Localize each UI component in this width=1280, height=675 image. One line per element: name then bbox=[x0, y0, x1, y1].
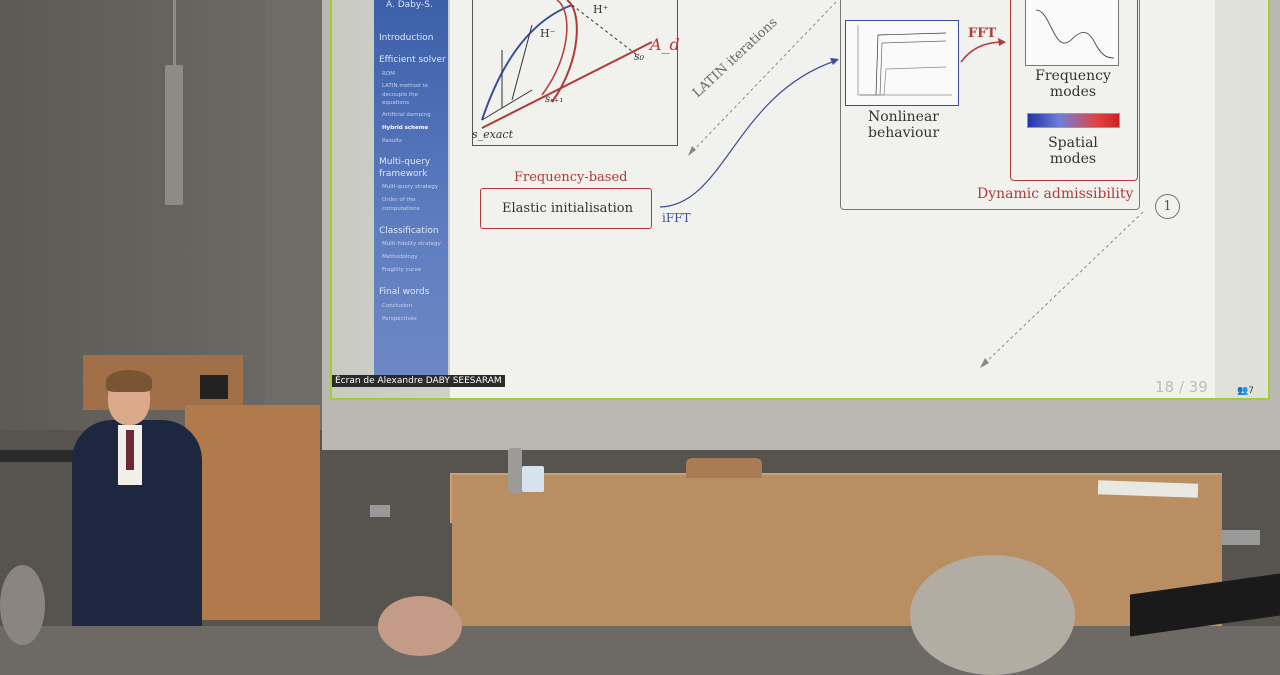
search-arrow bbox=[511, 24, 533, 101]
desk-front bbox=[452, 475, 1222, 626]
spatial-modes-label: Spatial modes bbox=[1048, 135, 1098, 167]
nonlinear-curves bbox=[857, 25, 952, 96]
sidebar-subitem: Multi-fidelity strategy bbox=[382, 241, 441, 247]
ifft-arrow bbox=[659, 58, 839, 208]
latin-arrow bbox=[688, 1, 837, 156]
frequency-based-label: Frequency-based bbox=[514, 170, 628, 185]
sidebar-subitem: Fragility curve bbox=[382, 267, 422, 273]
exact-curve bbox=[481, 4, 573, 121]
sidebar-subitem: Methodology bbox=[382, 254, 418, 260]
h-plus-direction bbox=[571, 4, 638, 56]
sidebar-subitem: decouple the bbox=[382, 92, 418, 98]
wall-speaker bbox=[165, 65, 183, 205]
cup bbox=[522, 466, 544, 492]
sidebar-subitem: Conclusion bbox=[382, 303, 412, 309]
elastic-init-box bbox=[480, 188, 652, 229]
fft-arrow bbox=[960, 38, 1006, 63]
frequency-curve bbox=[1035, 9, 1115, 59]
nonlinear-plot bbox=[845, 20, 959, 106]
spatial-modes-bar bbox=[1027, 113, 1120, 128]
sidebar-author: A. Daby-S. bbox=[386, 0, 433, 10]
next-step-arrow bbox=[980, 211, 1144, 368]
presenter-hair bbox=[106, 370, 152, 392]
sidebar-item: framework bbox=[379, 169, 428, 179]
h-plus-label: H⁺ bbox=[593, 3, 609, 16]
ad-line bbox=[481, 41, 653, 129]
sidebar-item: Efficient solver bbox=[379, 55, 446, 65]
sidebar-subitem: ROM bbox=[382, 71, 395, 77]
sidebar-item: Multi-query bbox=[379, 157, 431, 167]
ad-label: A_d bbox=[650, 35, 680, 54]
participants-count: 7 bbox=[1248, 386, 1254, 396]
step-marker: 1 bbox=[1155, 194, 1180, 219]
keyboard-instrument bbox=[0, 450, 78, 462]
elastic-init-label: Elastic initialisation bbox=[502, 201, 634, 216]
sn1-label: sₙ₊₁ bbox=[545, 94, 564, 105]
sidebar-subitem: Order of the bbox=[382, 197, 416, 203]
h-minus-label: H⁻ bbox=[540, 27, 556, 40]
search-curve-2 bbox=[541, 0, 568, 96]
participants-indicator[interactable]: 👥7 bbox=[1237, 386, 1254, 396]
people-icon: 👥 bbox=[1237, 386, 1249, 396]
sidebar-subitem: Perspectives bbox=[382, 316, 417, 322]
sidebar-subitem: LATIN method to bbox=[382, 83, 428, 89]
wall-socket bbox=[1222, 530, 1260, 545]
slide-page-number: 18 / 39 bbox=[1155, 378, 1208, 396]
chair bbox=[686, 458, 762, 478]
slide-sidebar: A. Daby-S. Introduction Efficient solver… bbox=[374, 0, 448, 378]
dynamic-admissibility-label: Dynamic admissibility bbox=[977, 186, 1134, 202]
sidebar-subitem: equations bbox=[382, 100, 410, 106]
sidebar-subitem: Multi-query strategy bbox=[382, 184, 438, 190]
latin-diagram-box bbox=[472, 0, 678, 146]
latin-stage-box bbox=[840, 0, 1140, 210]
nonlinear-label: Nonlinear behaviour bbox=[868, 109, 940, 141]
audience-head bbox=[910, 555, 1075, 675]
wall-pillar bbox=[265, 0, 320, 430]
screen-share-caption: Écran de Alexandre DABY SEESARAM bbox=[332, 375, 505, 387]
fft-label: FFT bbox=[968, 26, 997, 41]
audience-head bbox=[0, 565, 45, 645]
dynamic-admissibility-box bbox=[1010, 0, 1138, 181]
podium bbox=[185, 405, 320, 620]
wall-socket bbox=[370, 505, 390, 517]
water-bottle bbox=[508, 448, 522, 493]
s0-label: s₀ bbox=[634, 50, 645, 63]
sidebar-item: Classification bbox=[379, 226, 439, 236]
s-exact-label: s_exact bbox=[472, 128, 513, 141]
presenter-tie bbox=[126, 430, 134, 470]
audience-head bbox=[378, 596, 462, 656]
sidebar-subitem-active: Hybrid scheme bbox=[382, 125, 429, 131]
sidebar-subitem: computations bbox=[382, 206, 420, 212]
slide-content bbox=[450, 0, 1215, 398]
laptop bbox=[200, 375, 228, 399]
frequency-modes-plot bbox=[1025, 0, 1119, 66]
sidebar-item: Introduction bbox=[379, 33, 434, 43]
sidebar-subitem: Artificial damping bbox=[382, 112, 431, 118]
search-curve bbox=[551, 0, 578, 103]
latin-diagram bbox=[481, 0, 653, 129]
speaker-mount bbox=[173, 0, 176, 65]
ifft-label: iFFT bbox=[662, 211, 691, 225]
sidebar-item: Final words bbox=[379, 287, 430, 297]
search-arrow bbox=[481, 89, 533, 121]
sidebar-subitem: Results bbox=[382, 138, 402, 144]
frequency-modes-label: Frequency modes bbox=[1035, 68, 1111, 100]
